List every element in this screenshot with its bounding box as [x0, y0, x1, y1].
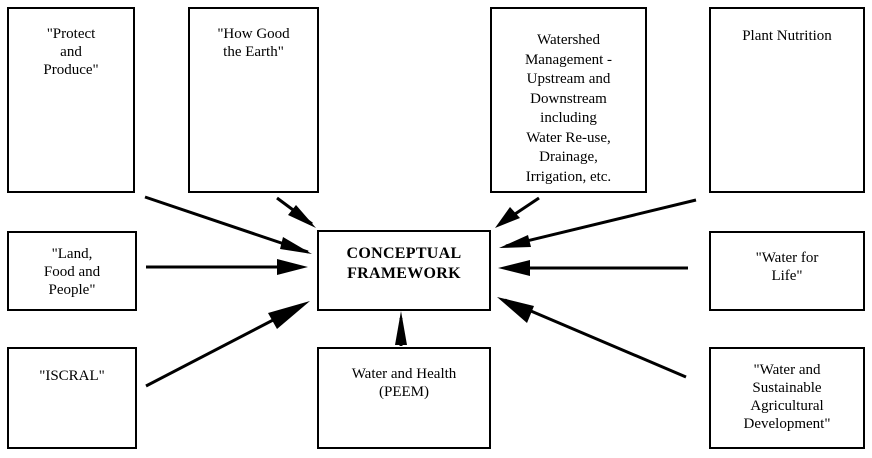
node-water-and-health: Water and Health (PEEM) — [317, 347, 491, 449]
node-iscral: "ISCRAL" — [7, 347, 137, 449]
node-label: "Land, Food and People" — [43, 246, 101, 298]
arrowhead — [268, 301, 310, 329]
arrowhead — [499, 235, 531, 248]
node-plant-nutrition: Plant Nutrition — [709, 7, 865, 193]
arrowhead — [395, 311, 407, 345]
arrow-protect-and-produce — [144, 195, 309, 254]
node-label: "Water for Life" — [755, 250, 819, 284]
arrowhead — [495, 207, 520, 228]
node-water-sustainable-agri: "Water and Sustainable Agricultural Deve… — [709, 347, 865, 449]
node-label: "ISCRAL" — [39, 368, 105, 384]
node-water-for-life: "Water for Life" — [709, 231, 865, 311]
arrowhead — [277, 259, 308, 275]
node-watershed-management: Watershed Management - Upstream and Down… — [490, 7, 647, 193]
node-label: "How Good the Earth" — [217, 26, 290, 60]
node-conceptual-framework: CONCEPTUAL FRAMEWORK — [317, 230, 491, 311]
arrowhead — [288, 205, 316, 228]
arrowhead — [498, 260, 530, 276]
center-label: CONCEPTUAL FRAMEWORK — [346, 245, 462, 282]
node-label: Water and Health (PEEM) — [351, 366, 457, 400]
arrow-water-sustainable-agri — [504, 298, 687, 379]
node-protect-and-produce: "Protect and Produce" — [7, 7, 135, 193]
arrowhead — [497, 297, 534, 323]
arrowhead — [280, 237, 312, 254]
node-label: Plant Nutrition — [742, 28, 832, 44]
node-land-food-people: "Land, Food and People" — [7, 231, 137, 311]
node-label: "Water and Sustainable Agricultural Deve… — [743, 362, 831, 432]
node-how-good-the-earth: "How Good the Earth" — [188, 7, 319, 193]
arrow-plant-nutrition — [505, 198, 697, 248]
node-label: "Protect and Produce" — [43, 26, 99, 78]
node-label: Watershed Management - Upstream and Down… — [524, 32, 613, 185]
